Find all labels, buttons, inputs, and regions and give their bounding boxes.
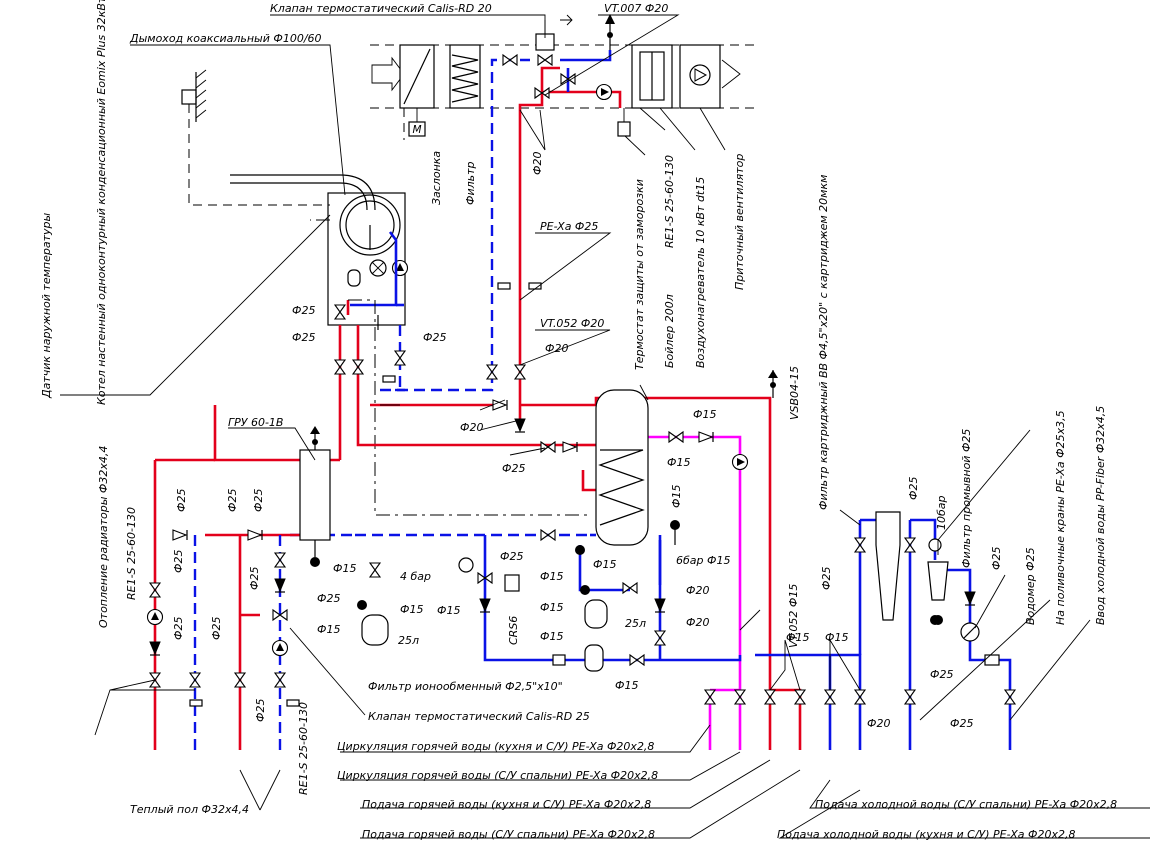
label-f20-a: Ф20 [545,342,568,355]
label-water-meter: Водомер Ф25 [1024,547,1037,625]
label-f15-d: Ф15 [437,604,460,617]
label-floor-heating: Теплый пол Ф32х4,4 [130,803,249,816]
label-ion-filter: Фильтр ионообменный Ф2,5"х10" [368,680,563,693]
label-f25-floor4: Ф25 [254,699,267,722]
label-f15-k: Ф15 [825,631,848,644]
label-crs6: CRS6 [507,616,520,645]
label-f15-a: Ф15 [693,408,716,421]
label-f15-f: Ф15 [593,558,616,571]
label-f25-tank: Ф25 [502,462,525,475]
label-supply-fan: Приточный вентилятор [733,154,746,290]
label-f25-c: Ф25 [423,331,446,344]
label-f25-b: Ф25 [292,331,315,344]
label-radiators: Отопление радиаторы Ф32х4,4 [97,446,110,628]
fittings [146,54,1016,707]
label-calis-rd20: Клапан термостатический Calis-RD 20 [270,2,492,15]
expansion-tank-dhw [584,599,608,629]
label-f20-top: Ф20 [531,152,544,175]
label-f25-a: Ф25 [292,304,315,317]
label-f25-floor5: Ф25 [317,592,340,605]
label-hot-kitchen: Подача горячей воды (кухня и С/У) PE-Xa … [362,798,651,811]
label-f25-rad3: Ф25 [172,617,185,640]
label-f25-e: Ф25 [500,550,523,563]
label-pexa25: PE-Xa Ф25 [540,220,598,233]
label-cold-bedroom: Подача холодной воды (С/У спальни) PE-Xa… [815,798,1117,811]
label-f15-b: Ф15 [667,456,690,469]
label-f15-h: Ф15 [540,630,563,643]
air-heater-return-pipe [490,58,530,372]
label-cartridge-filter: Фильтр картриджный ВВ Ф4,5"х20" с картри… [817,175,830,510]
label-flush-filter: Фильтр промывной Ф25 [960,429,973,568]
label-vt052-20: VT.052 Ф20 [540,317,604,330]
dhw-tank [595,389,649,546]
label-f25-meter-out: Ф25 [930,668,953,681]
label-cold-inlet: Ввод холодной воды PP-Fiber Ф32х4,5 [1094,406,1107,625]
expansion-tank-heating [361,614,389,646]
label-f20-c: Ф20 [686,584,709,597]
label-f15-j: Ф15 [786,631,809,644]
label-f25-meter: Ф25 [990,547,1003,570]
label-f25-floor2: Ф25 [252,489,265,512]
control-lines [310,108,590,516]
boiler-unit [230,174,409,330]
label-cold-kitchen: Подача холодной воды (кухня и С/У) PE-Xa… [777,828,1075,841]
label-air-heater: Воздухонагреватель 10 кВт dt15 [694,177,707,368]
label-re1s-pump-top: RE1-S 25-60-130 [663,155,676,248]
motor-label: M [412,124,421,136]
outdoor-sensor [181,69,330,206]
label-f25-rad4: Ф25 [210,617,223,640]
label-circ-bedroom: Циркуляция горячей воды (С/У спальни) PE… [337,769,658,782]
label-vsb04: VSB04-15 [788,366,801,420]
label-f15-g: Ф15 [540,601,563,614]
label-f15-floor: Ф15 [317,623,340,636]
label-f25-left-cart: Ф25 [820,567,833,590]
label-calis-rd25: Клапан термостатический Calis-RD 25 [368,710,590,723]
label-boiler200: Бойлер 200л [663,294,676,368]
label-f20-cold: Ф20 [867,717,890,730]
label-f15-e: Ф15 [540,570,563,583]
label-garden-taps: На поливочные краны PE-Xa Ф25х3,5 [1054,410,1067,625]
label-f15-exp: Ф15 [400,603,423,616]
label-boiler-unit: Котел настенный одноконтурный конденсаци… [95,0,108,405]
label-vt052-15: VT.052 Ф15 [787,584,800,648]
label-f20-d: Ф20 [686,616,709,629]
label-damper: Заслонка [430,151,443,205]
label-re1s-pump-floor: RE1-S 25-60-130 [297,702,310,795]
label-gru: ГРУ 60-1В [228,416,283,429]
label-bar6: 6бар Ф15 [676,554,730,567]
label-outdoor-sensor: Датчик наружной температуры [40,213,53,399]
label-f15-c: Ф15 [670,485,683,508]
labels: Клапан термостатический Calis-RD 20 VT.0… [40,0,1117,841]
air-handling-unit: M [370,14,755,137]
cold-water-pipe [483,535,742,662]
label-hot-bedroom: Подача горячей воды (С/У спальни) PE-Xa … [362,828,655,841]
label-tank25b: 25л [625,617,646,630]
label-f15-gru: Ф15 [333,562,356,575]
label-bar10: 10бар [935,495,948,530]
label-tank25: 25л [398,634,419,647]
label-f25-floor3: Ф25 [248,567,261,590]
label-bar4: 4 бар [400,570,431,583]
flush-filter [927,561,949,601]
label-vt007: VT.007 Ф20 [604,2,668,15]
label-f25-floor1: Ф25 [226,489,239,512]
label-filter: Фильтр [464,161,477,205]
label-f25-cold: Ф25 [950,717,973,730]
hydraulic-separator [299,449,331,541]
leader-lines [60,14,1150,839]
label-thermostat-frost: Термостат защиты от заморозки [633,179,646,370]
label-f25-rad2: Ф25 [172,550,185,573]
label-chimney: Дымоход коаксиальный Ф100/60 [129,32,322,45]
label-f25-rad1: Ф25 [175,489,188,512]
label-f25-cart: Ф25 [907,477,920,500]
label-f20-b: Ф20 [460,421,483,434]
air-heater-supply-pipe [518,66,560,372]
label-circ-kitchen: Циркуляция горячей воды (кухня и С/У) PE… [337,740,654,753]
cartridge-filter [875,511,901,621]
label-f15-i: Ф15 [615,679,638,692]
label-re1s-pump-left: RE1-S 25-60-130 [125,507,138,600]
